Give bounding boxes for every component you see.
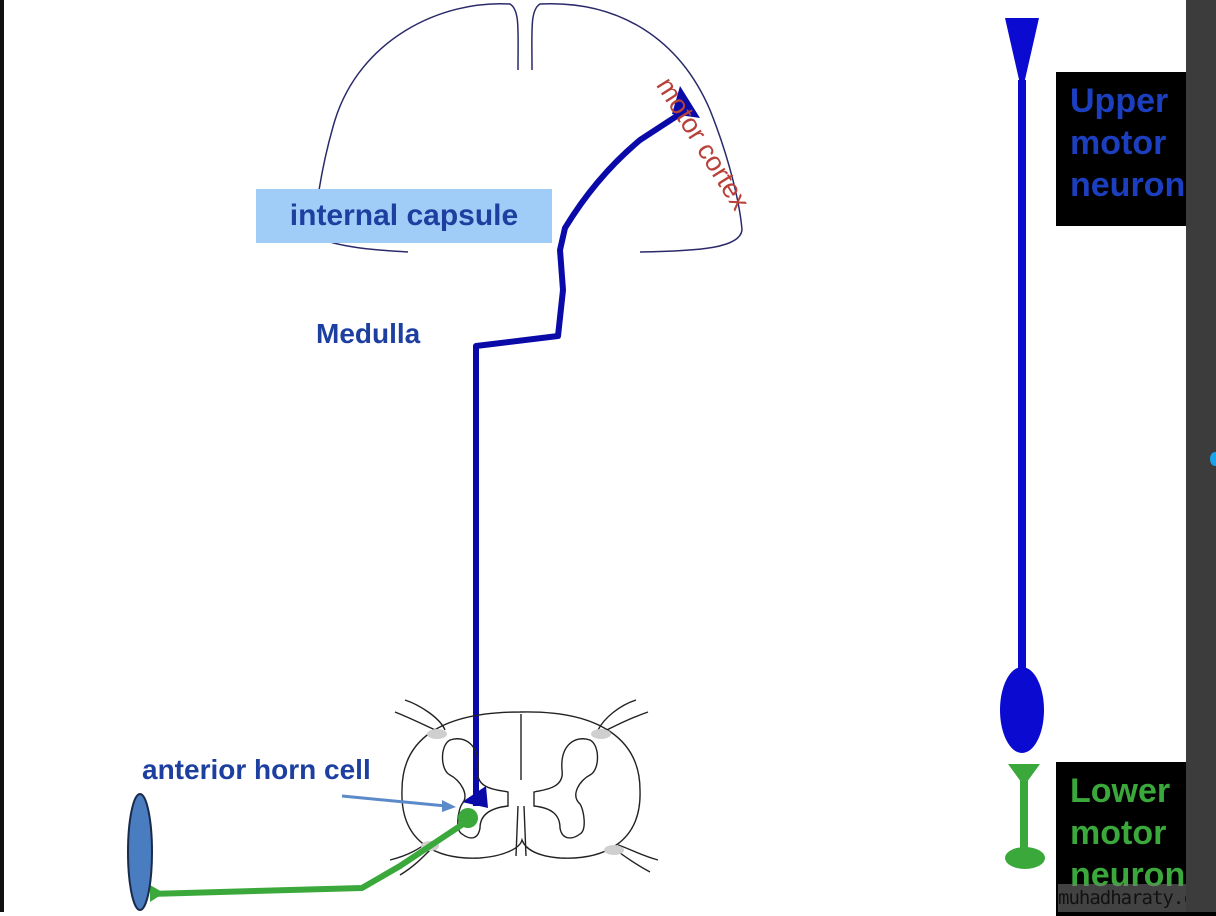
umn-cell-body-icon <box>1000 667 1044 753</box>
lmn-axon <box>149 819 468 897</box>
umn-legend-line-3: neuron <box>1070 166 1186 204</box>
internal-capsule-label-box: internal capsule <box>256 189 552 243</box>
left-edge-border <box>0 0 4 912</box>
anterior-horn-cell-arrow <box>341 794 456 812</box>
upper-motor-neuron-pathway <box>462 86 700 808</box>
anterior-horn-cell-label: anterior horn cell <box>142 754 371 785</box>
lmn-axon-line <box>1020 780 1028 852</box>
gray-matter-right <box>533 738 599 839</box>
muscle-icon <box>127 793 153 911</box>
umn-terminal <box>462 786 488 808</box>
umn-dendrite-triangle-icon <box>1005 18 1039 84</box>
umn-legend-line-1: Upper <box>1070 82 1169 120</box>
page-nav-dot-icon[interactable] <box>1210 452 1216 466</box>
umn-axon <box>473 107 688 806</box>
dorsal-root-right <box>597 699 649 733</box>
cord-outline <box>401 711 641 859</box>
anterior-median-fissure <box>515 805 527 857</box>
umn-cell-body-cortex <box>672 86 700 118</box>
neuromuscular-junction <box>150 885 164 902</box>
dorsal-root-left <box>394 699 446 733</box>
lmn-dendrite-triangle-icon <box>1008 764 1040 786</box>
umn-legend-symbol <box>1000 18 1044 753</box>
lmn-legend-line-1: Lower <box>1070 772 1171 810</box>
umn-axon-line <box>1018 80 1026 670</box>
root-ganglion <box>427 729 447 739</box>
lmn-legend-symbol <box>1005 764 1045 869</box>
medulla-label: Medulla <box>316 318 421 349</box>
lmn-terminal-icon <box>1005 847 1045 869</box>
watermark: muhadharaty.com <box>1058 884 1186 912</box>
lmn-legend-line-2: motor <box>1070 814 1167 852</box>
brain-right-hemisphere <box>531 3 743 253</box>
gray-matter-left <box>441 738 509 839</box>
umn-legend-line-2: motor <box>1070 124 1167 162</box>
internal-capsule-label: internal capsule <box>289 199 519 232</box>
lower-motor-neuron-pathway <box>149 808 478 902</box>
